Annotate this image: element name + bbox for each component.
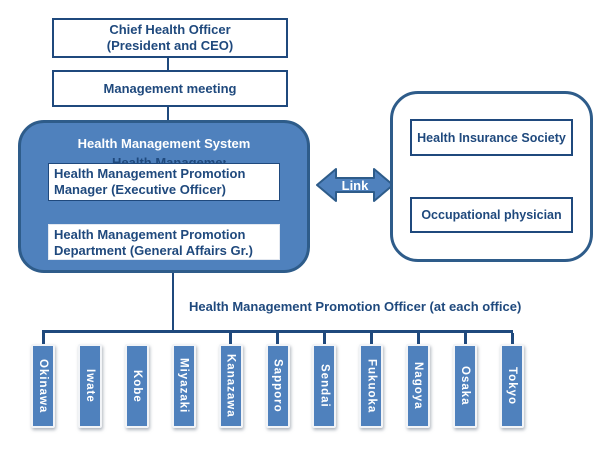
chief-health-officer-line2: (President and CEO) xyxy=(106,38,234,53)
promotion-manager-box: Health Management Promotion Manager (Exe… xyxy=(48,163,280,201)
office-label-tokyo: Tokyo xyxy=(506,366,518,405)
promotion-department-line1: Health Management Promotion xyxy=(54,227,246,242)
office-label-fukuoka: Fukuoka xyxy=(365,358,378,414)
connector-chief-meeting xyxy=(167,58,169,70)
promotion-manager-line1: Health Management Promotion xyxy=(54,166,246,181)
office-drop-sendai xyxy=(322,333,326,344)
office-drop-fukuoka xyxy=(369,333,373,344)
link-arrow: Link xyxy=(316,168,394,202)
link-arrow-label: Link xyxy=(342,178,369,193)
connector-hms-offices xyxy=(172,273,174,331)
office-label-miyazaki: Miyazaki xyxy=(177,358,190,414)
office-box-nagoya: Nagoya xyxy=(406,344,431,428)
health-insurance-society-label: Health Insurance Society xyxy=(417,130,566,145)
office-drop-sapporo xyxy=(276,333,279,344)
occupational-physician-box: Occupational physician xyxy=(410,197,573,233)
office-label-osaka: Osaka xyxy=(459,366,472,406)
office-box-osaka: Osaka xyxy=(453,344,478,428)
offices-rail-line xyxy=(42,330,513,333)
office-box-okinawa: Okinawa xyxy=(31,344,55,428)
promotion-manager-line2: Manager (Executive Officer) xyxy=(54,182,226,197)
office-drop-osaka xyxy=(463,333,467,344)
promotion-department-box: Health Management Promotion Department (… xyxy=(48,224,280,260)
occupational-physician-label: Occupational physician xyxy=(421,208,562,222)
office-box-sendai: Sendai xyxy=(312,344,337,428)
office-box-kobe: Kobe xyxy=(124,344,149,428)
office-label-iwate: Iwate xyxy=(83,369,96,403)
promotion-department-line2: Department (General Affairs Gr.) xyxy=(54,243,253,258)
office-box-miyazaki: Miyazaki xyxy=(171,344,196,428)
office-drop-okinawa xyxy=(41,333,45,344)
office-label-okinawa: Okinawa xyxy=(37,358,49,414)
clipped-text-artifact: Health Management Promotion xyxy=(112,156,226,163)
office-drop-kanazawa xyxy=(229,333,233,344)
office-box-fukuoka: Fukuoka xyxy=(359,344,384,428)
offices-caption: Health Management Promotion Officer (at … xyxy=(189,299,522,314)
chief-health-officer-line1: Chief Health Officer xyxy=(109,22,231,37)
health-management-system-title: Health Management System xyxy=(77,136,251,151)
management-meeting-box: Management meeting xyxy=(52,70,288,107)
office-box-iwate: Iwate xyxy=(77,344,102,428)
health-insurance-society-box: Health Insurance Society xyxy=(410,119,573,156)
office-label-sapporo: Sapporo xyxy=(271,359,284,413)
office-drop-nagoya xyxy=(416,333,420,344)
office-box-tokyo: Tokyo xyxy=(500,344,524,428)
office-label-sendai: Sendai xyxy=(318,364,331,408)
office-label-nagoya: Nagoya xyxy=(412,362,425,410)
office-label-kobe: Kobe xyxy=(130,369,143,403)
office-box-kanazawa: Kanazawa xyxy=(218,344,243,428)
chief-health-officer-box: Chief Health Officer (President and CEO) xyxy=(52,18,288,58)
office-drop-tokyo xyxy=(510,333,514,344)
connector-meeting-hms xyxy=(167,107,169,120)
office-box-sapporo: Sapporo xyxy=(265,344,290,428)
management-meeting-label: Management meeting xyxy=(103,80,237,96)
office-label-kanazawa: Kanazawa xyxy=(224,354,237,418)
external-partners-group xyxy=(390,91,593,262)
